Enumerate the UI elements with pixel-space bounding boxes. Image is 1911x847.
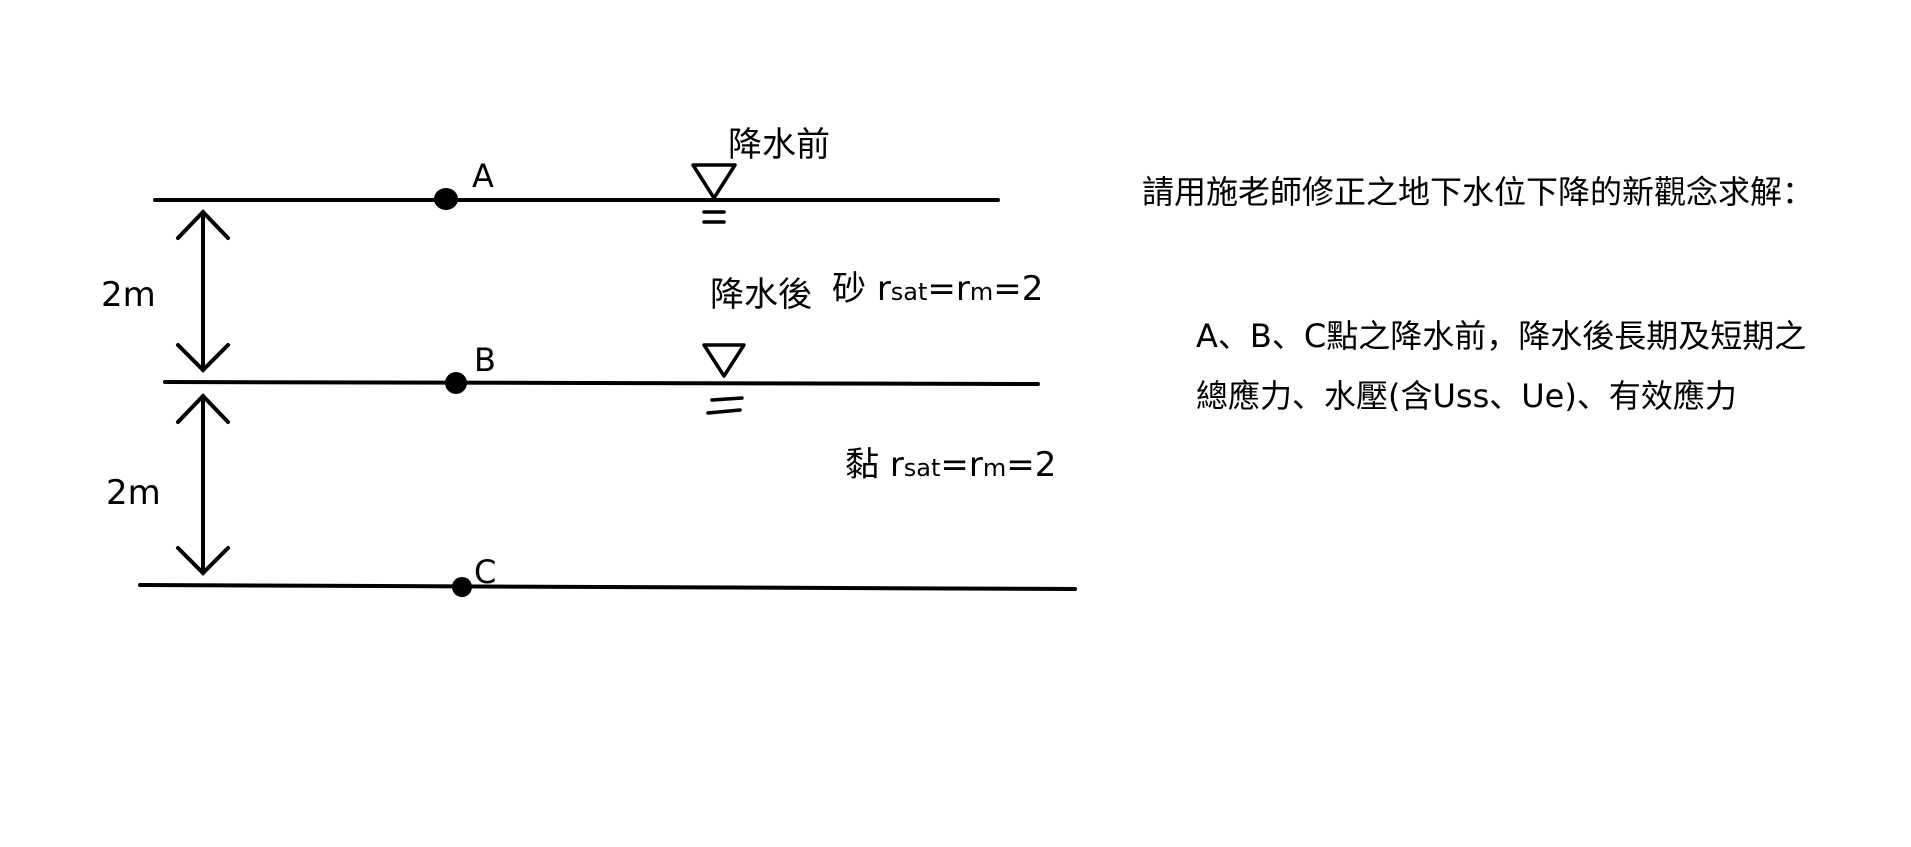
point-b-marker	[445, 372, 467, 394]
sand-gamma-symbol: r	[876, 269, 891, 309]
sand-layer-name: 砂	[832, 269, 866, 309]
clay-gamma-m-symbol: r	[968, 445, 983, 485]
point-b-label: B	[474, 341, 496, 379]
bottom-boundary-line	[138, 583, 1077, 591]
point-c-marker	[452, 577, 472, 597]
water-table-after-label: 降水後	[710, 275, 812, 315]
sand-sat-subscript: sat	[890, 278, 928, 306]
sand-m-subscript: m	[969, 278, 994, 306]
upper-dimension-arrow	[176, 209, 230, 373]
point-a-marker	[434, 188, 458, 210]
point-a-label: A	[472, 157, 494, 195]
question-title: 請用施老師修正之地下水位下降的新觀念求解：	[1142, 173, 1815, 211]
upper-thickness-label: 2m	[101, 275, 156, 315]
clay-sat-subscript: sat	[903, 454, 941, 482]
lower-thickness-label: 2m	[106, 473, 161, 513]
question-body: A、B、C點之降水前，降水後長期及短期之總應力、水壓(含Uss、Ue)、有效應力	[1196, 317, 1807, 415]
point-c-label: C	[474, 553, 497, 591]
clay-m-subscript: m	[982, 454, 1007, 482]
water-table-before-label: 降水前	[728, 125, 830, 165]
clay-eq2-value: =2	[1006, 445, 1057, 485]
lower-dimension-arrow	[176, 393, 230, 576]
clay-gamma-symbol: r	[889, 445, 904, 485]
clay-layer-property-label: 黏 rsat=rm=2	[845, 448, 1056, 482]
sand-eq1: =	[927, 269, 956, 309]
clay-eq1: =	[940, 445, 969, 485]
sand-eq2-value: =2	[993, 269, 1044, 309]
water-table-after-icon	[702, 343, 746, 415]
sand-gamma-m-symbol: r	[955, 269, 970, 309]
sand-layer-property-label: 砂 rsat=rm=2	[832, 272, 1043, 306]
clay-layer-name: 黏	[845, 445, 879, 485]
sand-clay-interface-line	[163, 380, 1040, 386]
water-table-before-icon	[691, 163, 737, 224]
